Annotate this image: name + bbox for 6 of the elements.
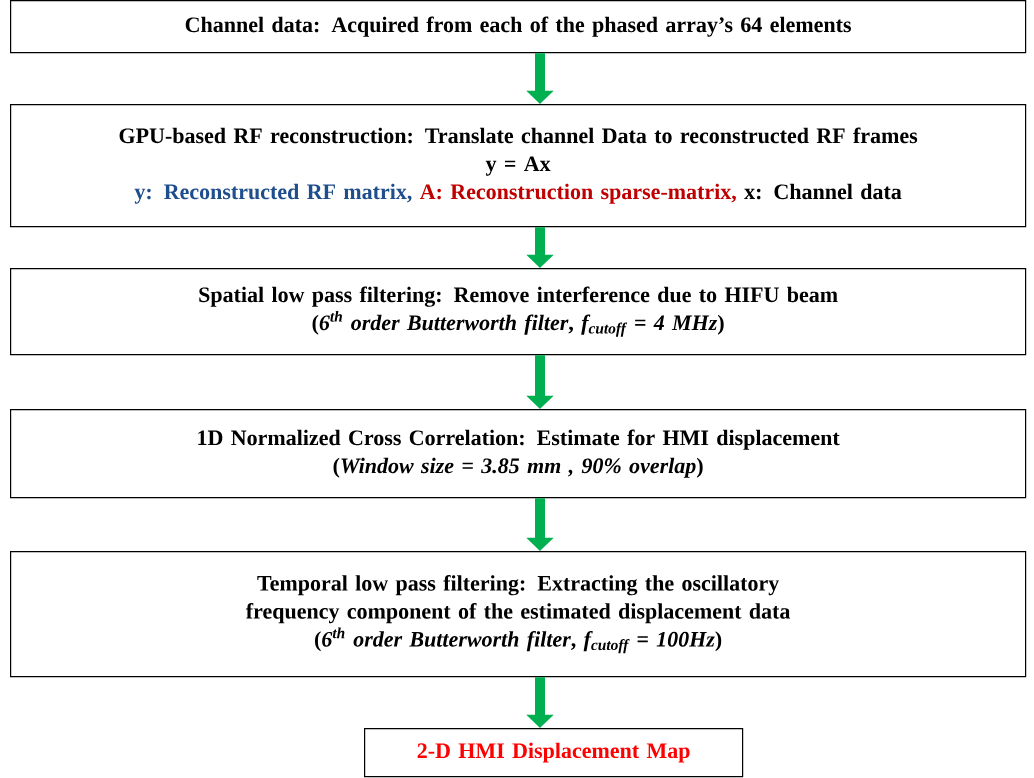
process-box: 1D Normalized Cross Correlation: Estimate for HMI displacement (Window size = 3.85 mm , 90% overlap) <box>10 409 1027 499</box>
result-box: 2-D HMI Displacement Map <box>364 728 744 778</box>
process-box: GPU-based RF reconstruction: Translate channel Data to reconstructed RF frames y = Ax y: Reconstructed RF matrix, A: Reconstruction sparse-matrix, x: Channel data <box>10 104 1027 228</box>
process-box: Channel data: Acquired from each of the phased array’s 64 elements <box>10 0 1027 54</box>
process-box: Temporal low pass filtering: Extracting the oscillatory frequency component of the estimated displacement data (6$^{th}$ order Butterworth filter, f$_{cutoff}$ = 100Hz) <box>10 551 1027 678</box>
process-box: Spatial low pass filtering: Remove interference due to HIFU beam (6$^{th}$ order Butterworth filter, f$_{cutoff}$ = 4 MHz) <box>10 268 1027 356</box>
